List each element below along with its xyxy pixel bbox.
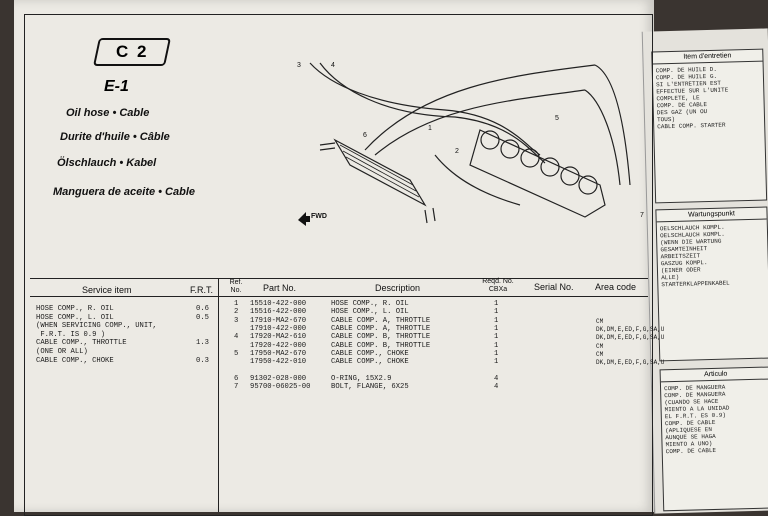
header-part-no: Part No. [263,283,297,293]
part-number: 17950-MA2-670 [250,349,307,358]
service-item-frt: 0.5 [196,313,209,322]
part-quantity: 4 [494,383,499,391]
part-description: CABLE COMP. B, THROTTLE [331,333,431,342]
section-title: E-1 [104,78,129,95]
part-description: CABLE COMP. B, THROTTLE [331,341,431,350]
part-number: 17920-422-000 [250,341,307,350]
part-number: 15510-422-000 [250,300,307,308]
side-box-fr-text: COMP. DE HUILE D. COMP. DE HUILE G. SI L… [655,65,729,131]
catalog-page [14,0,654,512]
header-ref-no: Ref. No. [229,279,243,294]
part-ref-no: 2 [234,308,239,317]
title-fr: Durite d'huile • Câble [60,131,170,143]
service-item-frt: 0.6 [196,305,209,313]
part-area-code: CM [596,342,604,350]
side-box-fr: Item d'entretien COMP. DE HUILE D. COMP.… [651,48,768,204]
part-ref-no: 7 [234,383,239,391]
parts-table-top-rule [30,278,648,279]
carburetor-bowls [480,130,598,195]
header-frt: F.R.T. [190,285,214,295]
hose-left [374,89,586,156]
part-area-code: DK,DM,E,ED,F,G,SA,U [596,334,665,342]
page-code-badge: C 2 [93,38,171,66]
part-description: CABLE COMP., CHOKE [331,349,409,358]
throttle-cable-a [309,62,541,156]
callout-3: 3 [297,62,301,69]
callout-7: 7 [640,212,644,219]
adjacent-page: Item d'entretien COMP. DE HUILE D. COMP.… [641,28,768,514]
part-number: 17910-422-000 [250,324,307,333]
header-area-code: Area code [595,282,637,292]
part-area-code: DK,DM,E,ED,F,G,SA,U [596,359,665,367]
part-ref-no: 6 [234,374,239,383]
part-quantity: 1 [494,349,499,358]
part-number: 15516-422-000 [250,308,307,317]
part-quantity: 1 [494,324,499,333]
part-area-code: DK,DM,E,ED,F,G,SA,U [596,325,665,333]
part-description: BOLT, FLANGE, 6X25 [331,383,409,391]
page-code: C 2 [115,42,149,61]
table-column-divider [218,278,219,512]
side-box-es: Articulo COMP. DE MANGUERA COMP. DE MANG… [659,366,768,512]
service-item-frt: 1.3 [196,339,209,348]
choke-cable [434,154,521,206]
callout-4: 4 [331,62,335,69]
service-item-text: F.R.T. IS 0.9 ) [36,330,106,339]
part-quantity: 1 [494,341,499,350]
header-service-item: Service item [82,285,132,295]
callout-5: 5 [555,115,559,122]
part-quantity: 4 [494,374,499,383]
title-en: Oil hose • Cable [66,107,150,119]
part-description: CABLE COMP. A, THROTTLE [331,324,431,333]
title-de: Ölschlauch • Kabel [57,157,157,169]
part-number: 91302-028-000 [250,374,307,383]
service-item-text: CABLE COMP., CHOKE [36,356,114,365]
part-quantity: 1 [494,358,499,367]
part-ref-no: 4 [234,333,239,342]
part-description: HOSE COMP., R. OIL [331,300,409,308]
part-number: 17950-422-010 [250,358,307,367]
service-item-text: HOSE COMP., R. OIL [36,305,114,313]
title-es: Manguera de aceite • Cable [53,186,196,198]
part-number: 17910-MA2-670 [250,316,307,325]
oil-cooler [333,138,427,207]
parts-table-header-rule [30,296,648,297]
part-description: CABLE COMP., CHOKE [331,358,409,367]
part-ref-no: 5 [234,349,239,358]
side-box-de-text: OELSCHLAUCH KOMPL. OELSCHLAUCH KOMPL. (W… [659,223,730,289]
header-reqd-no: Reqd. No. CBXa [482,278,514,293]
fwd-arrow-icon: FWD [298,212,327,226]
part-quantity: 1 [494,333,499,342]
callout-6: 6 [363,132,367,139]
part-number: 17920-MA2-610 [250,333,307,342]
callout-1: 1 [428,125,432,132]
part-quantity: 1 [494,308,499,317]
throttle-cable-b [319,62,546,164]
side-box-es-text: COMP. DE MANGUERA COMP. DE MANGUERA (CUA… [663,383,730,456]
carburetor-bank [469,129,606,218]
part-description: CABLE COMP. A, THROTTLE [331,316,431,325]
part-area-code: CM [596,317,604,325]
part-ref-no: 3 [234,316,239,325]
part-ref-no: 1 [234,300,239,308]
header-description: Description [375,283,421,293]
service-item-frt: 0.3 [196,356,209,365]
service-item-text: (ONE OR ALL) [36,348,88,356]
part-description: HOSE COMP., L. OIL [331,308,409,317]
service-item-text: HOSE COMP., L. OIL [36,313,114,322]
part-quantity: 1 [494,316,499,325]
header-serial-no: Serial No. [534,282,574,292]
part-number: 95700-06025-00 [250,383,311,391]
service-item-text: (WHEN SERVICING COMP., UNIT, [36,322,157,331]
side-box-de: Wartungspunkt OELSCHLAUCH KOMPL. OELSCHL… [655,206,768,362]
service-item-text: CABLE COMP., THROTTLE [36,339,127,348]
fwd-label: FWD [311,213,327,220]
hose-right [364,64,596,151]
part-area-code: CM [596,350,604,358]
callout-2: 2 [455,148,459,155]
part-quantity: 1 [494,300,499,308]
exploded-parts-diagram: 3 4 1 2 5 6 7 [297,62,644,224]
part-description: O-RING, 15X2.9 [331,374,392,383]
